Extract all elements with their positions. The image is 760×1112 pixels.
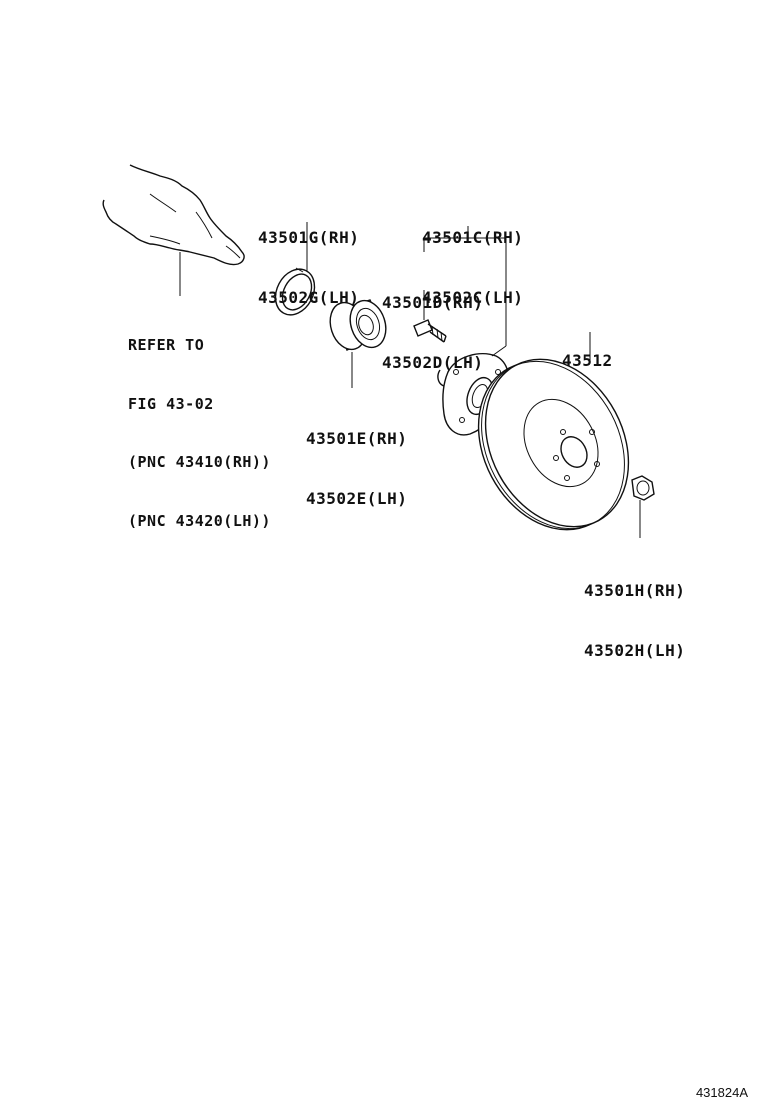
hub-nut-drawing xyxy=(631,475,655,538)
reference-note: REFER TO FIG 43-02 (PNC 43410(RH)) (PNC … xyxy=(128,336,271,530)
pointing-hand-icon xyxy=(102,164,245,296)
hub-assembly-label: 43501C(RH) 43502C(LH) xyxy=(422,228,524,307)
snap-ring-label: 43501G(RH) 43502G(LH) xyxy=(258,228,360,307)
bearing-label: 43501E(RH) 43502E(LH) xyxy=(306,429,408,508)
snap-ring-drawing xyxy=(274,222,316,316)
nut-label: 43501H(RH) 43502H(LH) xyxy=(584,581,686,660)
disc-label: 43512 xyxy=(562,351,613,370)
figure-id: 431824A xyxy=(695,1085,748,1100)
hub-bolt-label: 43501D(RH) 43502D(LH) xyxy=(382,293,484,372)
hub-bolt-drawing xyxy=(413,290,447,343)
brake-disc-drawing xyxy=(477,332,630,531)
bearing-drawing xyxy=(329,299,387,388)
